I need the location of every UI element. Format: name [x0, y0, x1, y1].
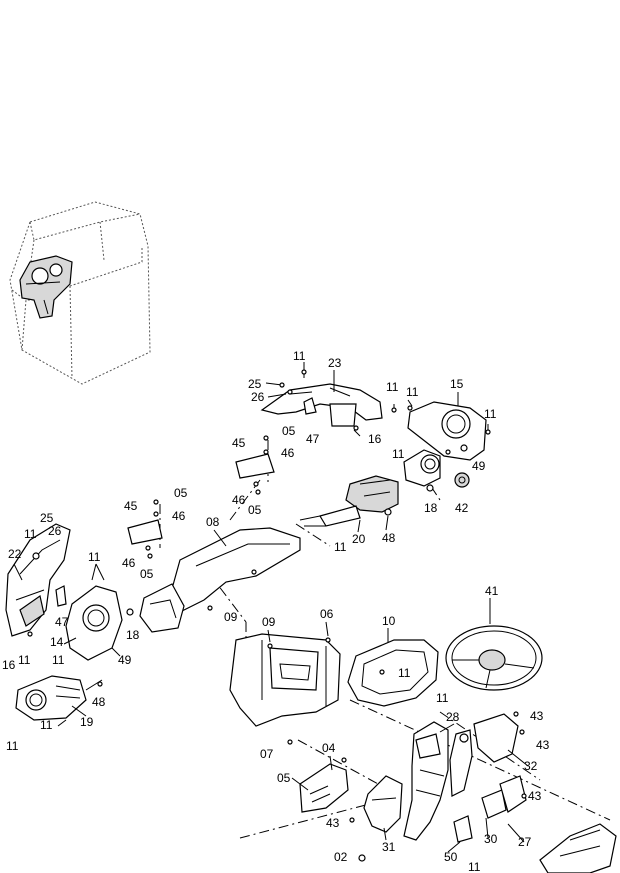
- callout-05: 05: [174, 486, 188, 500]
- callout-18: 18: [126, 628, 140, 642]
- callout-11: 11: [406, 385, 419, 399]
- callout-43: 43: [528, 789, 542, 803]
- callout-05: 05: [282, 424, 296, 438]
- callout-30: 30: [484, 832, 498, 846]
- callout-11: 11: [88, 550, 101, 564]
- callout-16: 16: [368, 432, 382, 446]
- callout-26: 26: [251, 390, 265, 404]
- callout-11: 11: [6, 739, 19, 753]
- callout-43: 43: [326, 816, 340, 830]
- callout-47: 47: [55, 615, 69, 629]
- multifunction-switch-housing: [299, 475, 399, 527]
- callout-10: 10: [382, 614, 396, 628]
- callout-48: 48: [382, 531, 396, 545]
- callout-11: 11: [468, 860, 481, 873]
- callout-49: 49: [472, 459, 486, 473]
- column-shroud: [349, 775, 403, 833]
- callout-11: 11: [386, 380, 399, 394]
- steering-column: [403, 713, 519, 841]
- callout-labels: 11 23 25 26 11 11 15 11 47 16 05 45 46 1…: [2, 349, 550, 873]
- callout-11: 11: [334, 540, 347, 554]
- callout-25: 25: [40, 511, 54, 525]
- mounting-bracket-lower: [127, 499, 163, 559]
- instrument-side-panel: [407, 401, 487, 461]
- callout-22: 22: [8, 547, 22, 561]
- callout-11: 11: [436, 691, 449, 705]
- callout-46: 46: [122, 556, 136, 570]
- callout-11: 11: [398, 666, 411, 680]
- callout-48: 48: [92, 695, 106, 709]
- lower-column-cover: [299, 757, 349, 813]
- mounting-bracket-upper: [235, 435, 275, 495]
- callout-26: 26: [48, 524, 62, 538]
- inset-dash-assembly: [19, 255, 73, 319]
- callout-45: 45: [232, 436, 246, 450]
- callout-43: 43: [536, 738, 550, 752]
- callout-11: 11: [392, 447, 405, 461]
- left-console-cover: [5, 523, 71, 637]
- callout-05: 05: [277, 771, 291, 785]
- dashboard-frame: [229, 633, 341, 745]
- center-console-panel: [55, 585, 134, 661]
- callout-47: 47: [306, 432, 320, 446]
- callout-06: 06: [320, 607, 334, 621]
- callout-45: 45: [124, 499, 138, 513]
- callout-25: 25: [248, 377, 262, 391]
- instrument-cluster-hood: [347, 639, 439, 707]
- callout-11: 11: [484, 407, 497, 421]
- callout-23: 23: [328, 356, 342, 370]
- fastener-screws-top: [265, 362, 491, 437]
- callout-49: 49: [118, 653, 132, 667]
- lower-pedal-assembly: [358, 823, 617, 873]
- callout-46: 46: [232, 493, 246, 507]
- callout-04: 04: [322, 741, 336, 755]
- callout-leader-ticks: [13, 370, 529, 853]
- switch-knob: [454, 472, 470, 488]
- callout-18: 18: [424, 501, 438, 515]
- callout-31: 31: [382, 840, 396, 854]
- callout-46: 46: [172, 509, 186, 523]
- column-brackets: [453, 711, 527, 843]
- callout-11: 11: [18, 653, 31, 667]
- callout-28: 28: [446, 710, 460, 724]
- callout-15: 15: [450, 377, 464, 391]
- callout-08: 08: [206, 515, 220, 529]
- callout-14: 14: [50, 635, 64, 649]
- callout-09: 09: [262, 615, 276, 629]
- callout-05: 05: [140, 567, 154, 581]
- cab-locator-inset: [9, 201, 151, 385]
- callout-32: 32: [524, 759, 538, 773]
- callout-20: 20: [352, 532, 366, 546]
- callout-11: 11: [24, 527, 37, 541]
- upper-steering-cover: [260, 383, 383, 427]
- callout-11: 11: [293, 349, 306, 363]
- callout-11: 11: [52, 653, 65, 667]
- callout-42: 42: [455, 501, 469, 515]
- callout-09: 09: [224, 610, 238, 624]
- callout-16: 16: [2, 658, 16, 672]
- callout-50: 50: [444, 850, 458, 864]
- steering-wheel: [445, 625, 543, 691]
- callout-19: 19: [80, 715, 94, 729]
- steering-support-beam: [139, 527, 301, 633]
- lower-switch-module: [15, 675, 103, 721]
- callout-43: 43: [530, 709, 544, 723]
- callout-11: 11: [40, 718, 53, 732]
- callout-07: 07: [260, 747, 274, 761]
- rotary-switch: [403, 449, 441, 492]
- callout-02: 02: [334, 850, 348, 864]
- callout-46: 46: [281, 446, 295, 460]
- callout-05: 05: [248, 503, 262, 517]
- callout-41: 41: [485, 584, 499, 598]
